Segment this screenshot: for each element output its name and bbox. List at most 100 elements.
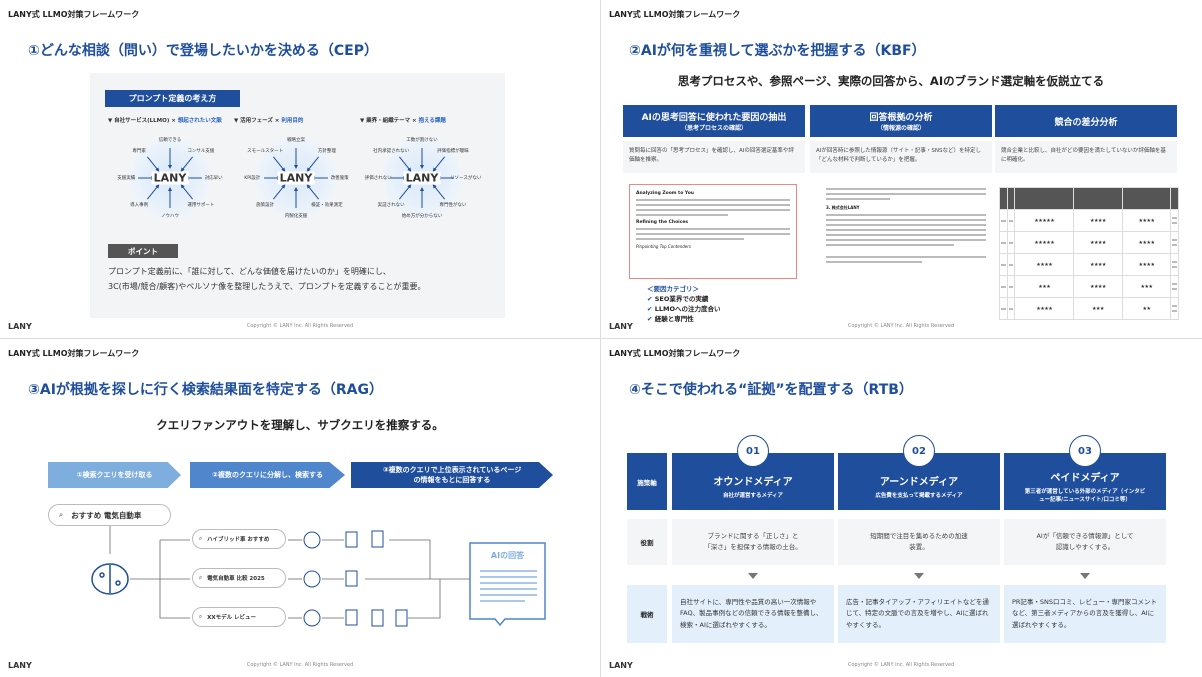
slide-subtitle: 思考プロセスや、参照ページ、実際の回答から、AIのブランド選定軸を仮説立てる	[677, 74, 1105, 88]
star-rating: ★★★★	[1073, 209, 1123, 232]
media-role: ブランドに関する「正しさ」と「深さ」を担保する情報の土台。	[672, 519, 834, 565]
main-query-box: ⌕ おすすめ 電気自動車	[48, 504, 171, 526]
slide-title: ①どんな相談（問い）で登場したいかを決める（CEP）	[28, 43, 378, 59]
document-icon	[371, 530, 384, 548]
diagram-label: 戦略立案	[287, 138, 305, 143]
diagram-label: 始め方が分からない	[401, 214, 443, 219]
arrow	[272, 156, 286, 172]
diagram-center: LANY	[403, 171, 441, 185]
copyright: Copyright © LANY Inc. All Rights Reserve…	[847, 323, 955, 329]
down-triangle-icon	[1080, 573, 1090, 579]
arrow	[306, 156, 320, 172]
answer-screenshot: 3. 株式会社LANY	[826, 185, 986, 266]
star-rating: ★★★	[1073, 297, 1123, 320]
arrow	[146, 156, 160, 172]
slide-rtb: LANY式 LLMO対策フレームワーク ④そこで使われる“証拠”を配置する（RT…	[601, 339, 1201, 677]
arrow	[272, 184, 286, 200]
sub-query-box: ⌕電気自動車 比較 2025	[192, 568, 286, 588]
diagram-label: 導入事例	[130, 202, 149, 208]
search-icon: ⌕	[59, 510, 64, 519]
diagram-label: 信頼できる	[158, 138, 182, 143]
table-header-row	[999, 187, 1179, 210]
slide-header: LANY式 LLMO対策フレームワーク	[609, 10, 741, 19]
diagram-label: 改善施策	[330, 176, 349, 181]
star-rating: ★★★★★	[1014, 231, 1075, 254]
arrow	[432, 156, 446, 172]
diagram-label: 工数が割けない	[406, 138, 438, 143]
factor-item: ✔ 経験と専門性	[647, 315, 694, 323]
slide-title: ③AIが根拠を探しに行く検索結果面を特定する（RAG）	[28, 382, 384, 398]
slide-header: LANY式 LLMO対策フレームワーク	[8, 349, 140, 358]
slide-header: LANY式 LLMO対策フレームワーク	[8, 10, 140, 19]
arrow	[146, 184, 160, 200]
main-query-text: おすすめ 電気自動車	[71, 510, 142, 520]
diagram-label: ノウハウ	[161, 214, 179, 219]
diagram-label: 検証・効果測定	[311, 202, 343, 208]
star-rating: ★★★	[1121, 275, 1172, 298]
column-description: AIが回答時に参照した情報源（サイト・記事・SNSなど）を特定し「どんな材料で判…	[810, 141, 992, 173]
slide-title: ②AIが何を重視して選ぶかを把握する（KBF）	[629, 43, 926, 59]
table-row: ★★★★★★★★★★	[999, 275, 1179, 298]
row-label-axis: 施策軸	[627, 453, 667, 510]
star-rating: ★★★★	[1073, 275, 1123, 298]
diagram-title: ▼ 業界・組織テーマ × 抱える課題	[360, 118, 446, 124]
copyright: Copyright © LANY Inc. All Rights Reserve…	[847, 662, 955, 668]
diagram-label: 施策設計	[256, 202, 275, 208]
search-icon: ⌕	[199, 613, 203, 620]
screenshot-footer: Pinpointing Top Contenders	[636, 244, 691, 249]
sub-query-box: ⌕XXモデル レビュー	[192, 607, 286, 627]
arrow	[398, 184, 412, 200]
answer-heading: 3. 株式会社LANY	[826, 205, 860, 210]
diagram-label: リソースがない	[450, 176, 482, 181]
divider-horizontal	[0, 338, 1202, 339]
check-icon: ✔	[647, 315, 653, 323]
arrow	[432, 184, 446, 200]
copyright: Copyright © LANY Inc. All Rights Reserve…	[246, 662, 354, 668]
diagram-center: LANY	[151, 171, 189, 185]
check-icon: ✔	[647, 305, 653, 313]
ai-answer-document	[469, 542, 546, 627]
brain-icon	[303, 570, 321, 588]
diagram-label: スモールスタート	[247, 149, 284, 155]
star-rating: ★★★★	[1121, 209, 1172, 232]
diagram-label: 運用サポート	[187, 202, 215, 208]
star-rating: ★★	[1121, 297, 1172, 320]
media-tactic: 広告・記事タイアップ・アフィリエイトなどを通じて、特定の文脈での言及を増やし、A…	[838, 585, 1000, 643]
star-rating: ★★★★	[1121, 231, 1172, 254]
arrows	[390, 148, 454, 208]
point-label: ポイント	[108, 244, 178, 258]
brain-icon	[303, 531, 321, 549]
media-tactic: 自社サイトに、専門性や品質の高い一次情報やFAQ、製品事例などの信頼できる情報を…	[672, 585, 834, 643]
screenshot-heading: Analyzing Zoom to You	[636, 191, 695, 196]
media-tactic: PR記事・SNS口コミ、レビュー・専門家コメントなど、第三者メディアからの言及を…	[1004, 585, 1166, 643]
step-1: ①検索クエリを受け取る	[48, 462, 181, 488]
competitor-table: ★★★★★★★★★★★★★★★★★★★★★★★★★★★★★★★★★★★★★★★★…	[999, 187, 1179, 320]
screenshot-subheading: Refining the Choices	[636, 220, 689, 225]
diagram-label: 社内承認されない	[373, 149, 410, 155]
star-rating: ★★★★★	[1014, 209, 1075, 232]
arrow	[306, 184, 320, 200]
table-row: ★★★★★★★★★★★★★	[999, 209, 1179, 232]
factor-title: ＜要因カテゴリ＞	[647, 285, 699, 293]
ranked-page-icon	[345, 531, 358, 548]
arrow	[398, 156, 412, 172]
media-number-badge: 01	[737, 435, 769, 467]
table-row: ★★★★★★★★★	[999, 297, 1179, 320]
arrows	[138, 148, 202, 208]
diagram-label: 評価指標が曖昧	[437, 149, 469, 155]
diagram-label: 専門家	[132, 149, 146, 155]
table-row: ★★★★★★★★★★★★★	[999, 231, 1179, 254]
star-rating: ★★★★	[1014, 253, 1075, 276]
point-line: 3C(市場/競合/顧客)やペルソナ像を整理したうえで、プロンプトを定義することが…	[108, 282, 426, 291]
diagram-label: 実証されない	[377, 202, 405, 208]
media-role: 短期間で注目を集めるための加速装置。	[838, 519, 1000, 565]
document-icon	[395, 609, 408, 627]
check-icon: ✔	[647, 295, 653, 303]
table-row: ★★★★★★★★★★★★	[999, 253, 1179, 276]
diagram-label: KPI設計	[244, 176, 261, 181]
media-number-badge: 03	[1069, 435, 1101, 467]
arrows	[264, 148, 328, 208]
point-line: プロンプト定義前に、「誰に対して、どんな価値を届けたいのか」を明確にし、	[108, 267, 391, 276]
star-rating: ★★★	[1014, 275, 1075, 298]
diagram-label: 支援実績	[117, 176, 136, 181]
